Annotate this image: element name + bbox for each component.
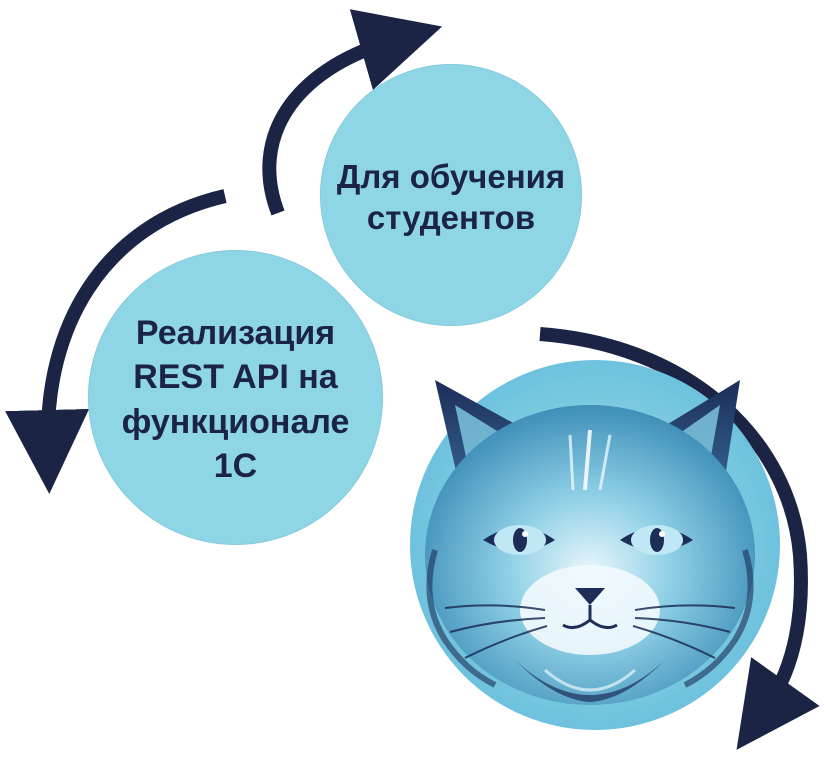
arrow-left [5,189,227,494]
node-rest-api-label: Реализация REST API на функционале 1С [121,314,350,485]
cat-illustration [395,340,795,740]
arrow-right [539,327,820,750]
node-students-label: Для обучения студентов [336,157,566,236]
node-rest-api-circle: Реализация REST API на функционале 1С [88,250,383,545]
cat-icon [410,360,780,730]
arrow-top-left [262,9,443,216]
node-students-circle: Для обучения студентов [320,64,582,326]
